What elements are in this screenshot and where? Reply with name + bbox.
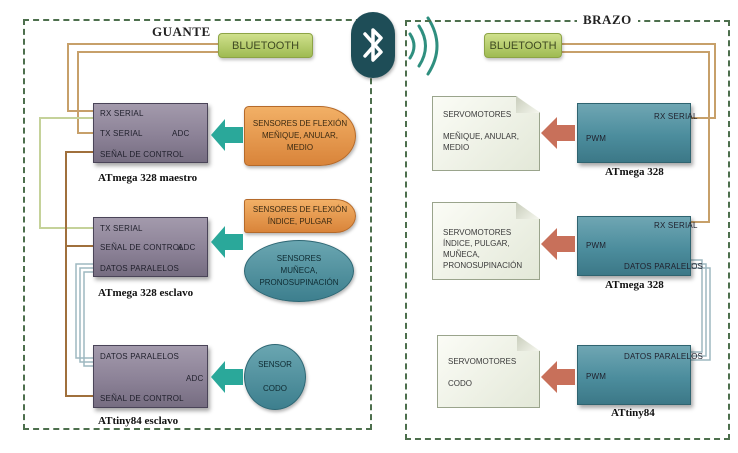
arm-mcu-3-name: ATtiny84 (611, 407, 655, 419)
sensor-text-line: ÍNDICE, PULGAR (267, 217, 333, 226)
arm-frame (405, 20, 730, 440)
servo-text-line: ÍNDICE, PULGAR, (443, 239, 510, 248)
arm-mcu-1-name: ATmega 328 (605, 166, 664, 178)
sensor-text-line: CODO (262, 384, 287, 393)
servo-text-line: SERVOMOTORES (443, 228, 512, 237)
pin-rx-serial: RX SERIAL (100, 109, 144, 118)
glove-mcu-master: RX SERIAL TX SERIAL ADC SEÑAL DE CONTROL (93, 103, 208, 163)
arrow-sensor-to-attiny (211, 361, 243, 393)
pin-adc: ADC (172, 129, 190, 138)
glove-frame (23, 19, 372, 430)
arm-mcu-2-name: ATmega 328 (605, 279, 664, 291)
pin-control-signal: SEÑAL DE CONTROL (100, 150, 184, 159)
servo-text-line: MEDIO (443, 143, 470, 152)
sensor-text-line: SENSORES (276, 254, 322, 263)
arm-mcu-1: RX SERIAL PWM (577, 103, 697, 163)
pin-adc: ADC (178, 243, 196, 252)
pin-rx-serial: RX SERIAL (654, 112, 698, 121)
pin-tx-serial: TX SERIAL (100, 224, 143, 233)
servo-text-line: MUÑECA, (443, 250, 480, 259)
parallel-bus-arm (691, 259, 711, 361)
arrow-mcu-to-servo-1 (541, 117, 575, 149)
sensor-text-line: SENSOR (258, 360, 292, 369)
servo-text-line (443, 120, 529, 131)
arrow-mcu-to-servo-3 (541, 361, 575, 393)
servo-text-line: MEÑIQUE, ANULAR, (443, 132, 520, 141)
arrow-mcu-to-servo-2 (541, 228, 575, 260)
pin-adc: ADC (186, 374, 204, 383)
pin-parallel-data: DATOS PARALELOS (624, 352, 704, 361)
arm-bluetooth-module: BLUETOOTH (484, 33, 562, 58)
glove-mcu-slave: TX SERIAL SEÑAL DE CONTROL ADC DATOS PAR… (93, 217, 208, 277)
serial-wire-arm-rx2 (561, 51, 710, 223)
pin-rx-serial: RX SERIAL (654, 221, 698, 230)
arm-mcu-3: DATOS PARALELOS PWM (577, 345, 703, 405)
arm-mcu-2: RX SERIAL PWM DATOS PARALELOS (577, 216, 703, 276)
servos-elbow: SERVOMOTORES CODO (437, 335, 540, 408)
control-wire-slave-attiny (65, 245, 93, 397)
servo-text-line: CODO (448, 379, 472, 388)
flex-sensors-pinky-ring-middle: SENSORES DE FLEXIÓN MEÑIQUE, ANULAR, MED… (244, 106, 356, 166)
sensor-text-line: SENSORES DE FLEXIÓN (252, 119, 348, 128)
arrow-sensor-to-master (211, 119, 243, 151)
bluetooth-badge (351, 12, 395, 78)
pin-control-signal: SEÑAL DE CONTROL (100, 394, 184, 403)
glove-bluetooth-module: BLUETOOTH (218, 33, 313, 58)
pin-parallel-data: DATOS PARALELOS (100, 352, 180, 361)
serial-wire-bt-rx (67, 43, 218, 112)
bluetooth-icon (363, 28, 383, 62)
glove-mcu-slave-name: ATmega 328 esclavo (98, 287, 194, 299)
sensor-text-line: PRONOSUPINACIÓN (259, 278, 339, 287)
servo-text-line: SERVOMOTORES (448, 357, 517, 366)
arm-title: BRAZO (577, 12, 638, 28)
servo-text-line: SERVOMOTORES (443, 110, 512, 119)
arrow-sensor-to-slave (211, 226, 243, 258)
serial-wire-bt-tx (77, 51, 218, 134)
parallel-bus-glove (75, 263, 93, 367)
servo-text-line (448, 367, 529, 378)
glove-mcu-master-name: ATmega 328 maestro (98, 172, 198, 184)
pin-control-signal: SEÑAL DE CONTROL (100, 243, 184, 252)
servos-index-thumb-wrist: SERVOMOTORES ÍNDICE, PULGAR, MUÑECA, PRO… (432, 202, 540, 280)
serial-wire-arm-rx1 (561, 43, 716, 119)
sensor-text-line (258, 371, 292, 383)
flex-sensors-index-thumb: SENSORES DE FLEXIÓN ÍNDICE, PULGAR (244, 199, 356, 233)
sensor-text-line: MEDIO (286, 143, 314, 152)
elbow-sensor: SENSOR CODO (244, 344, 306, 410)
pin-parallel-data: DATOS PARALELOS (624, 262, 704, 271)
sensor-text-line: MUÑECA, (280, 266, 318, 275)
wireless-signal-icon (408, 16, 439, 76)
pin-pwm: PWM (586, 241, 607, 250)
pin-pwm: PWM (586, 134, 607, 143)
glove-mcu-attiny-name: ATtiny84 esclavo (98, 415, 179, 427)
pin-pwm: PWM (586, 372, 607, 381)
servo-text-line: PRONOSUPINACIÓN (443, 261, 523, 270)
pin-tx-serial: TX SERIAL (100, 129, 143, 138)
glove-title: GUANTE (146, 24, 217, 40)
sensor-text-line: SENSORES DE FLEXIÓN (252, 205, 348, 214)
wrist-sensors: SENSORES MUÑECA, PRONOSUPINACIÓN (244, 240, 354, 302)
sensor-text-line: MEÑIQUE, ANULAR, (261, 131, 338, 140)
glove-mcu-attiny: DATOS PARALELOS ADC SEÑAL DE CONTROL (93, 345, 208, 408)
pin-parallel-data: DATOS PARALELOS (100, 264, 180, 273)
servos-pinky-ring-middle: SERVOMOTORES MEÑIQUE, ANULAR, MEDIO (432, 96, 540, 171)
